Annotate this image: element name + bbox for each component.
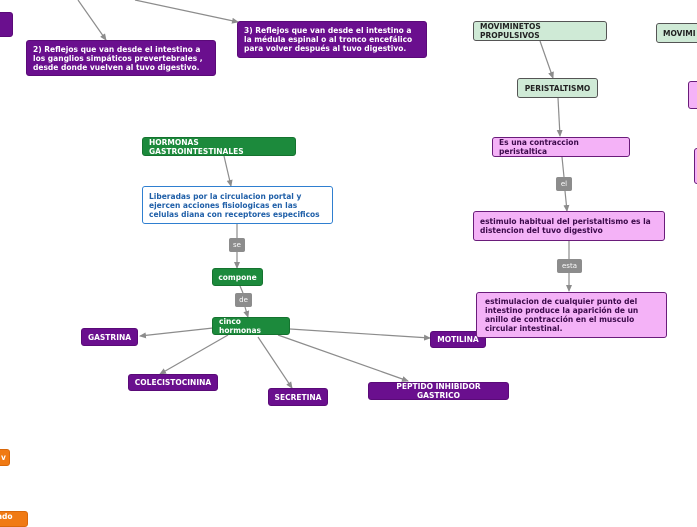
edge-peristaltismo-to-contraccion bbox=[556, 97, 563, 137]
edge-top-to-reflex3 bbox=[134, 0, 239, 24]
edge-cinco-to-colecistocinina bbox=[159, 334, 229, 375]
node-peptido-label: PEPTIDO INHIBIDOR GASTRICO bbox=[396, 382, 481, 400]
node-cinco-hormonas[interactable]: cinco hormonas bbox=[212, 317, 290, 335]
node-reflejos-2-label: 2) Reflejos que van desde el intestino a… bbox=[33, 44, 203, 72]
node-liberadas-label: Liberadas por la circulacion portal y ej… bbox=[149, 191, 320, 219]
edge-cinco-to-peptido bbox=[277, 334, 409, 382]
node-secretina[interactable]: SECRETINA bbox=[268, 388, 328, 406]
node-estimulacion-label: estimulacion de cualquier punto del inte… bbox=[485, 297, 639, 333]
node-reflejos-3-label: 3) Reflejos que van desde el intestino a… bbox=[244, 26, 413, 53]
node-reflejos-2[interactable]: 2) Reflejos que van desde el intestino a… bbox=[26, 40, 216, 76]
node-partial-left-orange-1[interactable]: v bbox=[0, 449, 10, 466]
node-compone-label: compone bbox=[218, 272, 257, 282]
node-reflejos-3[interactable]: 3) Reflejos que van desde el intestino a… bbox=[237, 21, 427, 58]
edge-el-to-estimulo bbox=[563, 190, 570, 212]
node-partial-right-1[interactable] bbox=[688, 81, 697, 109]
node-movimientos-partial[interactable]: MOVIMI bbox=[656, 23, 697, 43]
node-movimientos-propulsivos[interactable]: MOVIMINETOS PROPULSIVOS bbox=[473, 21, 607, 41]
node-hormonas-label: HORMONAS GASTROINTESTINALES bbox=[149, 137, 244, 156]
connector-el-label: el bbox=[560, 180, 568, 188]
node-motilina[interactable]: MOTILINA bbox=[430, 331, 486, 348]
connector-esta[interactable]: esta bbox=[557, 259, 582, 273]
connector-de[interactable]: de bbox=[235, 293, 252, 307]
edge-cinco-to-motilina bbox=[289, 328, 431, 341]
node-partial-left-top[interactable] bbox=[0, 12, 13, 37]
connector-de-label: de bbox=[239, 296, 248, 304]
node-gastrina[interactable]: GASTRINA bbox=[81, 328, 138, 346]
node-compone[interactable]: compone bbox=[212, 268, 263, 286]
node-peristaltismo-label: PERISTALTISMO bbox=[524, 83, 591, 93]
node-estimulo-label: estimulo habitual del peristaltismo es l… bbox=[480, 217, 651, 235]
node-peristaltismo[interactable]: PERISTALTISMO bbox=[517, 78, 598, 98]
node-gastrina-label: GASTRINA bbox=[87, 332, 132, 342]
node-peptido-inhibidor-gastrico[interactable]: PEPTIDO INHIBIDOR GASTRICO bbox=[368, 382, 509, 400]
connector-el[interactable]: el bbox=[556, 177, 572, 191]
edge-cinco-to-gastrina bbox=[139, 327, 214, 339]
node-estimulacion[interactable]: estimulacion de cualquier punto del inte… bbox=[476, 292, 667, 338]
edge-movimientos-to-peristaltismo bbox=[539, 40, 554, 79]
edge-hormonas-to-liberadas bbox=[223, 155, 233, 187]
node-contraccion-label: Es una contraccion peristaltica bbox=[499, 138, 579, 156]
node-partial-left-orange-2-label: ado bbox=[0, 511, 13, 521]
node-secretina-label: SECRETINA bbox=[274, 392, 322, 402]
node-liberadas[interactable]: Liberadas por la circulacion portal y ej… bbox=[142, 186, 333, 224]
node-movimientos-label: MOVIMINETOS PROPULSIVOS bbox=[480, 22, 541, 40]
node-hormonas-gastrointestinales[interactable]: HORMONAS GASTROINTESTINALES bbox=[142, 137, 296, 156]
node-partial-right-2[interactable] bbox=[694, 148, 697, 184]
edge-compone-to-de bbox=[239, 285, 244, 294]
node-contraccion-peristaltica[interactable]: Es una contraccion peristaltica bbox=[492, 137, 630, 157]
node-partial-left-orange-1-label: v bbox=[1, 453, 6, 462]
node-movimientos-partial-label: MOVIMI bbox=[663, 28, 696, 38]
edge-top-to-reflex2 bbox=[77, 0, 107, 41]
node-partial-left-orange-2[interactable]: ado bbox=[0, 511, 28, 527]
node-colecistocinina-label: COLECISTOCININA bbox=[134, 378, 212, 387]
node-colecistocinina[interactable]: COLECISTOCININA bbox=[128, 374, 218, 391]
edge-cinco-to-secretina bbox=[257, 336, 293, 389]
connector-se[interactable]: se bbox=[229, 238, 245, 252]
node-motilina-label: MOTILINA bbox=[437, 335, 479, 344]
connector-esta-label: esta bbox=[562, 262, 577, 270]
edge-de-to-cinco bbox=[243, 306, 250, 318]
node-cinco-label: cinco hormonas bbox=[219, 317, 262, 335]
connector-se-label: se bbox=[233, 241, 241, 249]
edge-contraccion-to-el bbox=[561, 156, 565, 178]
node-estimulo-habitual[interactable]: estimulo habitual del peristaltismo es l… bbox=[473, 211, 665, 241]
